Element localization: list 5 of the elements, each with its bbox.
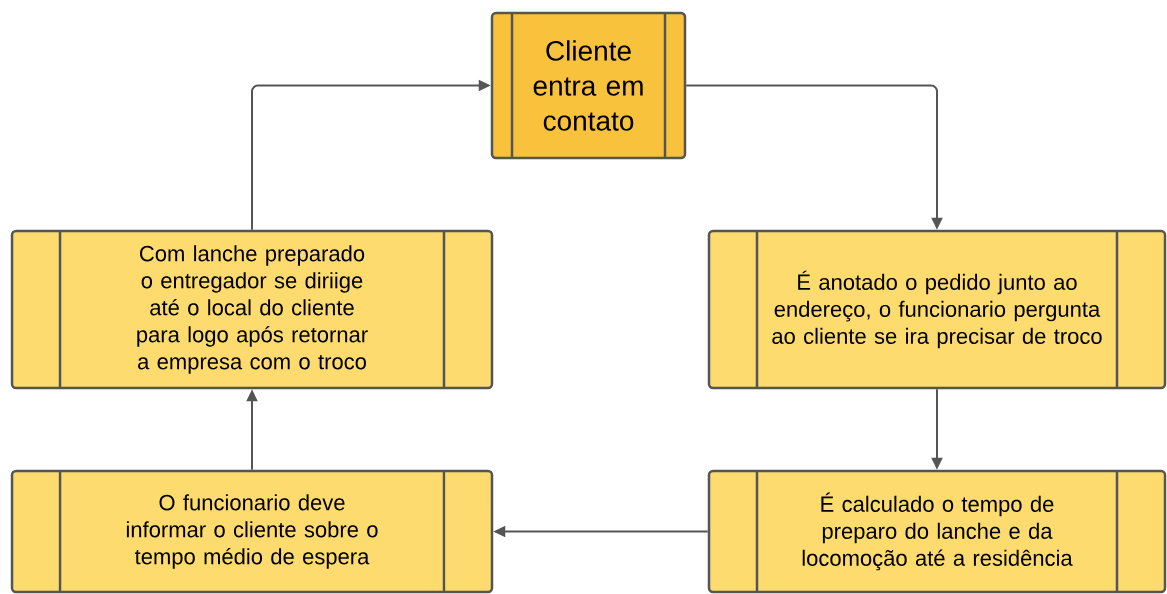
process-box: É anotado o pedido junto ao endereço, o funcionario pergunta ao cliente se ira precisar de troco [707, 229, 1167, 390]
process-box: O funcionario deve informar o cliente sobre o tempo médio de espera [10, 469, 494, 594]
process-box: É calculado o tempo de preparo do lanche e da locomoção até a residência [707, 469, 1167, 594]
process-box: Cliente entra em contato [490, 11, 687, 160]
process-box: Com lanche preparado o entregador se diriige até o local do cliente para logo após retornar a empresa com o troco [10, 229, 494, 390]
